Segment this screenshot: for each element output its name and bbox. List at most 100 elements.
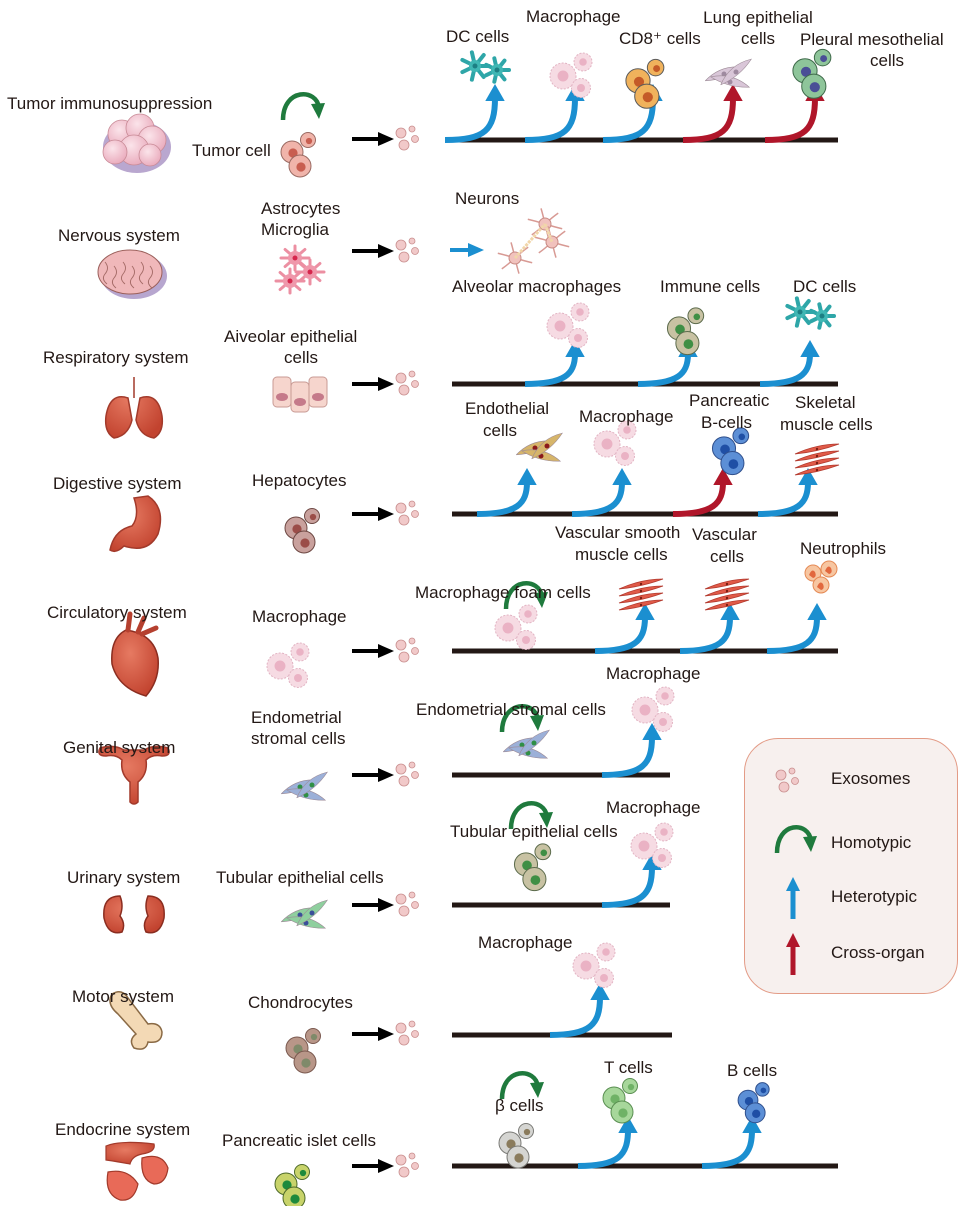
heterotypic-arrow-icon (577, 1115, 638, 1169)
immune-cell-icon (666, 307, 705, 356)
vascular-smooth-muscle-cell-icon (618, 578, 664, 611)
target-label-skeletal-l1: Skeletal (795, 393, 856, 412)
dc-cell-icon (785, 296, 836, 330)
exosomes-icon (395, 237, 419, 263)
timeline-bar-circulatory (452, 648, 838, 654)
flow-arrow-icon (352, 768, 394, 782)
target-label-pancreatic-l2: B-cells (701, 413, 753, 432)
alveolar-epithelial-cell-icon (272, 376, 328, 413)
exosomes-icon (395, 370, 419, 396)
neuron-icon (497, 208, 570, 274)
cd8-cell-icon (625, 58, 665, 109)
pancreatic-b-cell-icon (711, 427, 750, 476)
vascular-cell-icon (704, 578, 750, 611)
legend-item-exosomes: Exosomes (745, 761, 957, 801)
heterotypic-arrow-icon (524, 339, 585, 387)
hepatocyte-icon (284, 508, 320, 554)
timeline-bar-genital (452, 772, 670, 778)
timeline-bar-endocrine (452, 1163, 838, 1169)
target-label-endometrial-homotypic: Endometrial stromal cells (416, 700, 606, 719)
legend-label-homotypic: Homotypic (831, 833, 912, 852)
heterotypic-arrow-icon (450, 243, 484, 257)
target-label-endothelial-l1: Endothelial (464, 399, 550, 418)
target-label-pleural-line2: cells (870, 51, 905, 70)
organ-uterus-icon (98, 745, 170, 805)
target-label-foam-cells: Macrophage foam cells (415, 583, 591, 602)
timeline-bar-urinary (452, 902, 670, 908)
target-label-alveolar-macrophages: Alveolar macrophages (452, 277, 622, 296)
target-label-macrophage-dig: Macrophage (579, 407, 674, 426)
legend: Exosomes Homotypic Heterotypic Cross-org… (744, 738, 958, 994)
heterotypic-arrow-icon (701, 1115, 762, 1169)
flow-arrow-icon (352, 1027, 394, 1041)
heterotypic-arrow-icon (757, 467, 818, 517)
homotypic-arrow-icon (499, 1071, 544, 1100)
source-cell-label-alveolar-line1: Aiveolar epithelial (224, 327, 358, 346)
tubular-epithelial-cell-icon (513, 843, 552, 892)
system-label-respiratory: Respiratory system (43, 348, 189, 367)
target-label-skeletal-l2: muscle cells (780, 415, 873, 434)
homotypic-arrow-icon (508, 801, 553, 830)
system-label-motor: Motor system (72, 987, 175, 1006)
flow-arrow-icon (352, 1159, 394, 1173)
target-label-vsmc-l1: Vascular smooth (555, 523, 681, 542)
system-label-genital: Genital system (63, 738, 176, 757)
exosomes-icon (395, 637, 419, 663)
legend-item-homotypic: Homotypic (745, 819, 957, 859)
exosomes-icon (395, 761, 419, 787)
flow-arrow-icon (352, 377, 394, 391)
flow-arrow-icon (352, 644, 394, 658)
target-label-vascular-l1: Vascular (692, 525, 757, 544)
system-label-urinary: Urinary system (67, 868, 181, 887)
legend-label-heterotypic: Heterotypic (831, 887, 917, 906)
timeline-bar-digestive (452, 511, 838, 517)
endometrial-stromal-cell-icon (280, 771, 328, 801)
macrophage-cell-icon (549, 52, 593, 98)
timeline-bar-tumor (452, 137, 838, 143)
homotypic-arrow-icon (280, 92, 325, 121)
macrophage-cell-icon (631, 686, 675, 732)
source-cell-label-tubular: Tubular epithelial cells (216, 868, 384, 887)
target-label-macrophage: Macrophage (526, 7, 621, 26)
target-label-beta-cells: β cells (495, 1096, 544, 1115)
target-label-dc-cells: DC cells (446, 27, 510, 46)
flow-arrow-icon (352, 898, 394, 912)
alveolar-macrophage-icon (546, 302, 590, 348)
target-label-tubular-homotypic: Tubular epithelial cells (450, 822, 618, 841)
pancreatic-islet-cell-icon (274, 1164, 310, 1206)
source-cell-label-endometrial-l1: Endometrial (251, 708, 342, 727)
organ-tumor-icon (102, 113, 171, 173)
heterotypic-arrow-icon (594, 602, 655, 654)
target-label-immune-cells: Immune cells (660, 277, 761, 296)
flow-arrow-icon (352, 244, 394, 258)
heterotypic-arrow-icon (549, 982, 610, 1038)
astrocyte-microglia-icon (274, 244, 326, 295)
macrophage-cell-icon (266, 642, 310, 688)
b-cell-icon (737, 1082, 770, 1124)
foam-cell-icon (494, 604, 538, 650)
lung-epithelial-cell-icon (704, 58, 752, 88)
legend-item-heterotypic: Heterotypic (745, 875, 957, 919)
skeletal-muscle-cell-icon (794, 443, 840, 476)
macrophage-cell-icon (593, 420, 637, 466)
heterotypic-arrow-icon (571, 467, 632, 517)
source-cell-label-tumor: Tumor cell (192, 141, 271, 160)
organ-bone-icon (109, 991, 163, 1050)
heterotypic-arrow-icon (679, 602, 740, 654)
system-label-digestive: Digestive system (53, 474, 182, 493)
tubular-epithelial-cell-icon (280, 899, 328, 929)
source-cell-label-microglia: Microglia (261, 220, 330, 239)
exosomes-icon (395, 891, 419, 917)
target-label-pancreatic-l1: Pancreatic (689, 391, 770, 410)
target-label-neurons: Neurons (455, 189, 520, 208)
homotypic-arrow-icon (503, 581, 548, 610)
heterotypic-arrow-icon (476, 467, 537, 517)
exosomes-icon (775, 767, 799, 793)
endothelial-cell-icon (515, 432, 563, 462)
target-label-dc-cells-resp: DC cells (793, 277, 857, 296)
cross-organ-arrow-icon (786, 933, 800, 975)
cross-organ-arrow-icon (672, 467, 733, 517)
heterotypic-arrow-icon (786, 877, 800, 919)
system-label-nervous: Nervous system (58, 226, 180, 245)
